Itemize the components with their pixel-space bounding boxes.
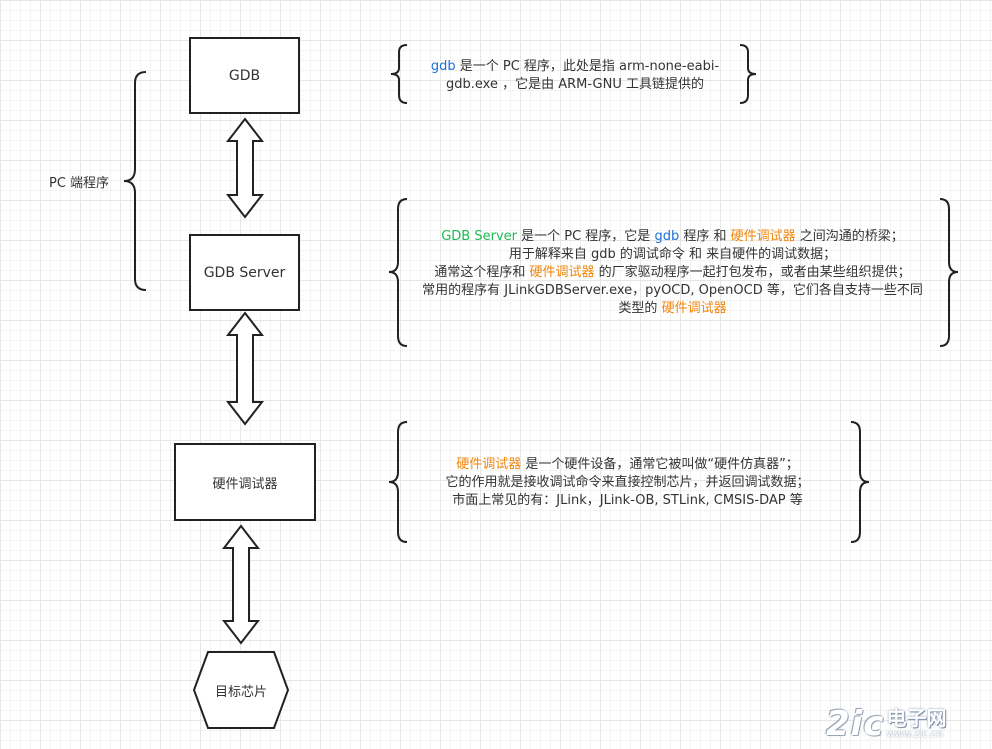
watermark-logo-mark: 2ic (826, 704, 885, 744)
gdb-server-note-line: 通常这个程序和 硬件调试器 的厂家驱动程序一起打包发布，或者由某些组织提供； (395, 264, 950, 282)
gdb-note-line: gdb 是一个 PC 程序，此处是指 arm-none-eabi- (405, 58, 745, 76)
highlighted-term: 硬件调试器 (730, 229, 796, 244)
gdb-note-brace-left (390, 44, 408, 104)
pc-group-label: PC 端程序 (49, 176, 110, 191)
debugger-node: 硬件调试器 (174, 443, 316, 521)
double-arrow-gdb-server (225, 117, 265, 219)
gdb-note-brace-right (739, 44, 757, 104)
note-text: 是一个硬件设备，通常它被叫做“硬件仿真器”； (521, 457, 799, 472)
debugger-note-brace-right (850, 421, 870, 543)
note-text: 通常这个程序和 (434, 265, 530, 280)
gdb-server-node-label: GDB Server (203, 264, 286, 281)
gdb-server-node: GDB Server (189, 234, 300, 311)
server-note-brace-right (939, 198, 959, 347)
note-text: 之间沟通的桥梁； (795, 229, 904, 244)
gdb-server-note-line: GDB Server 是一个 PC 程序，它是 gdb 程序 和 硬件调试器 之… (395, 228, 950, 246)
double-arrow-server-debugger (225, 311, 265, 426)
debugger-note-line: 市面上常见的有：JLink，JLink-OB, STLink, CMSIS-DA… (405, 492, 850, 510)
target-chip-node: 目标芯片 (194, 652, 288, 728)
note-text: 它的作用就是接收调试命令来直接控制芯片，并返回调试数据； (445, 475, 810, 490)
note-text: 程序 和 (679, 229, 731, 244)
note-text: 市面上常见的有：JLink，JLink-OB, STLink, CMSIS-DA… (452, 493, 803, 508)
highlighted-term: gdb (430, 59, 456, 74)
double-arrow-debugger-target (221, 524, 261, 645)
highlighted-term: GDB Server (441, 229, 517, 244)
note-text: 类型的 (618, 301, 662, 316)
watermark-url: www.2ic.cn (886, 729, 943, 740)
target-chip-label: 目标芯片 (214, 684, 267, 700)
note-text: 是一个 PC 程序，它是 (516, 229, 655, 244)
debugger-note-brace-left (388, 421, 408, 543)
gdb-node-label: GDB (228, 67, 261, 84)
target-chip-hexagon (192, 651, 290, 729)
debugger-note-line: 硬件调试器 是一个硬件设备，通常它被叫做“硬件仿真器”； (405, 456, 850, 474)
debugger-note-line: 它的作用就是接收调试命令来直接控制芯片，并返回调试数据； (405, 474, 850, 492)
debugger-note: 硬件调试器 是一个硬件设备，通常它被叫做“硬件仿真器”； 它的作用就是接收调试命… (405, 456, 850, 510)
gdb-note: gdb 是一个 PC 程序，此处是指 arm-none-eabi- gdb.ex… (405, 58, 745, 94)
note-text: 的厂家驱动程序一起打包发布，或者由某些组织提供； (594, 265, 911, 280)
highlighted-term: 硬件调试器 (529, 265, 595, 280)
site-watermark: 2ic 电子网 www.2ic.cn (826, 702, 986, 746)
note-text: 常用的程序有 JLinkGDBServer.exe，pyOCD, OpenOCD… (422, 283, 923, 298)
highlighted-term: gdb (654, 229, 680, 244)
debugger-node-label: 硬件调试器 (212, 476, 278, 492)
watermark-name: 电子网 (886, 706, 947, 730)
server-note-brace-left (388, 198, 408, 347)
note-text: gdb.exe ，它是由 ARM-GNU 工具链提供的 (446, 77, 704, 92)
gdb-server-note-line: 类型的 硬件调试器 (395, 300, 950, 318)
pc-group-brace (123, 71, 147, 291)
gdb-note-line: gdb.exe ，它是由 ARM-GNU 工具链提供的 (405, 76, 745, 94)
note-text: 用于解释来自 gdb 的调试命令 和 来自硬件的调试数据； (508, 247, 837, 262)
note-text: 是一个 PC 程序，此处是指 arm-none-eabi- (455, 59, 720, 74)
gdb-server-note-line: 用于解释来自 gdb 的调试命令 和 来自硬件的调试数据； (395, 246, 950, 264)
highlighted-term: 硬件调试器 (456, 457, 522, 472)
gdb-node: GDB (189, 37, 300, 114)
gdb-server-note-line: 常用的程序有 JLinkGDBServer.exe，pyOCD, OpenOCD… (395, 282, 950, 300)
gdb-server-note: GDB Server 是一个 PC 程序，它是 gdb 程序 和 硬件调试器 之… (395, 228, 950, 318)
highlighted-term: 硬件调试器 (661, 301, 727, 316)
